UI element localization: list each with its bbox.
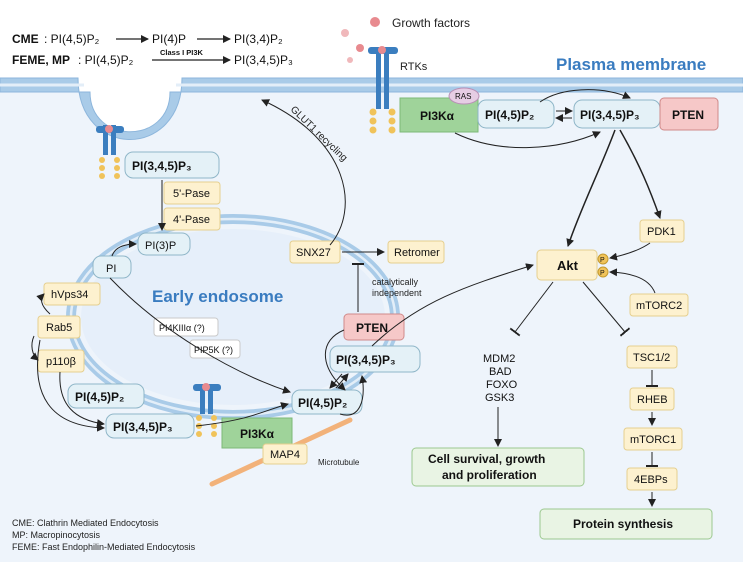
cme-step3: PI(3,4)P₂	[234, 32, 283, 46]
catalytic-line1: catalytically	[372, 277, 419, 287]
pi4kiii-label: PI4KIIIα (?)	[159, 323, 205, 333]
ptase5-box	[163, 181, 221, 205]
pip2-left-label: PI(4,5)P₂	[75, 390, 124, 404]
inhibited-target-gsk3: GSK3	[485, 392, 514, 404]
pip3-left-label: PI(3,4,5)P₃	[113, 420, 173, 434]
pip3-left-box	[105, 413, 195, 439]
snx27-box	[289, 240, 341, 264]
ptase5-label: 5'-Pase	[173, 188, 210, 200]
pip2-membrane-label: PI(4,5)P₂	[485, 108, 534, 122]
inhibited-target-mdm2: MDM2	[483, 353, 515, 365]
akt-label: Akt	[557, 258, 579, 273]
cme-label: CME	[12, 32, 39, 46]
early-endosome-label: Early endosome	[152, 287, 283, 306]
akt-phospho-1: P	[600, 257, 605, 264]
retromer-label: Retromer	[394, 247, 440, 259]
feme-label: FEME, MP	[12, 53, 70, 67]
footnote-mp: MP: Macropinocytosis	[12, 530, 101, 540]
inhibited-target-bad: BAD	[489, 366, 512, 378]
rtk-receptor-top	[368, 46, 398, 134]
pi3p-box	[137, 232, 191, 256]
growth-factor-dot	[341, 29, 349, 37]
cme-step2: PI(4)P	[152, 32, 186, 46]
pten-membrane-box	[659, 97, 719, 131]
ras-label: RAS	[455, 92, 471, 101]
ras-badge	[448, 87, 480, 105]
ptase4-box	[163, 207, 221, 231]
protein-synthesis-box	[539, 508, 713, 540]
plasma-membrane-label: Plasma membrane	[556, 55, 706, 74]
footnote-cme: CME: Clathrin Mediated Endocytosis	[12, 518, 159, 528]
early-endosome-lumen	[81, 229, 385, 405]
rab5-label: Rab5	[46, 322, 72, 334]
catalytic-line2: independent	[372, 288, 422, 298]
growth-factor-dot	[370, 17, 380, 27]
pip5k-label: PIP5K (?)	[194, 345, 233, 355]
pip3-pit-box	[124, 151, 220, 179]
pip2-endo-label: PI(4,5)P₂	[298, 396, 347, 410]
pi-label: PI	[106, 263, 116, 275]
mtorc2-box	[629, 293, 689, 317]
akt-box	[536, 249, 598, 281]
pdk1-box	[639, 219, 685, 243]
ebps-label: 4EBPs	[634, 474, 668, 486]
mtorc2-label: mTORC2	[636, 300, 682, 312]
cell-survival-line1: Cell survival, growth	[428, 452, 545, 466]
pip3-endo-label: PI(3,4,5)P₃	[336, 353, 396, 367]
feme-product: PI(3,4,5)P₃	[234, 53, 293, 67]
mtorc1-box	[623, 427, 683, 451]
retromer-box	[387, 240, 445, 264]
pi3k-alpha-endosome-label: PI3Kα	[240, 427, 275, 441]
microtubule-label: Microtubule	[318, 458, 360, 467]
pi3p-label: PI(3)P	[145, 240, 176, 252]
pten-membrane-label: PTEN	[672, 108, 704, 122]
pip3-membrane-label: PI(3,4,5)P₃	[580, 108, 640, 122]
rab5-box	[37, 315, 81, 339]
akt-phospho-2: P	[600, 270, 605, 277]
pten-endo-label: PTEN	[356, 321, 388, 335]
growth-factor-dot	[356, 44, 364, 52]
ebps-box	[626, 467, 678, 491]
pip3-endo-box	[329, 345, 421, 373]
ptase4-label: 4'-Pase	[173, 214, 210, 226]
rheb-box	[629, 387, 675, 411]
cell-survival-box	[411, 447, 585, 487]
hvps34-label: hVps34	[51, 289, 88, 301]
footnote-feme: FEME: Fast Endophilin-Mediated Endocytos…	[12, 542, 196, 552]
pi3k-alpha-label: PI3Kα	[420, 109, 455, 123]
rtk-receptor-endosome	[193, 383, 221, 437]
cme-pathway-text: : PI(4,5)P₂	[44, 32, 100, 46]
pip3-pit-label: PI(3,4,5)P₃	[132, 159, 192, 173]
growth-factors-label: Growth factors	[392, 16, 470, 30]
rtk-receptor-pit	[96, 125, 124, 179]
map4-box	[262, 443, 308, 465]
growth-factor-dot	[347, 57, 353, 63]
tsc-box	[626, 345, 678, 369]
p110b-label: p110β	[46, 356, 76, 368]
inhibited-target-foxo: FOXO	[486, 379, 518, 391]
rheb-label: RHEB	[637, 394, 668, 406]
feme-enzyme-label: Class I PI3K	[160, 48, 204, 57]
pi4kiii-box	[153, 317, 219, 337]
cell-survival-line2: and proliferation	[442, 468, 537, 482]
mtorc1-label: mTORC1	[630, 434, 676, 446]
pip2-left-box	[67, 383, 145, 409]
pip2-membrane-box	[477, 99, 555, 129]
map4-label: MAP4	[270, 449, 300, 461]
snx27-label: SNX27	[296, 247, 331, 259]
pdk1-label: PDK1	[647, 226, 676, 238]
tsc-label: TSC1/2	[633, 352, 670, 364]
rtks-label: RTKs	[400, 61, 428, 73]
protein-synthesis-label: Protein synthesis	[573, 517, 673, 531]
pten-endo-box	[343, 313, 405, 341]
feme-pathway-text: : PI(4,5)P₂	[78, 53, 134, 67]
